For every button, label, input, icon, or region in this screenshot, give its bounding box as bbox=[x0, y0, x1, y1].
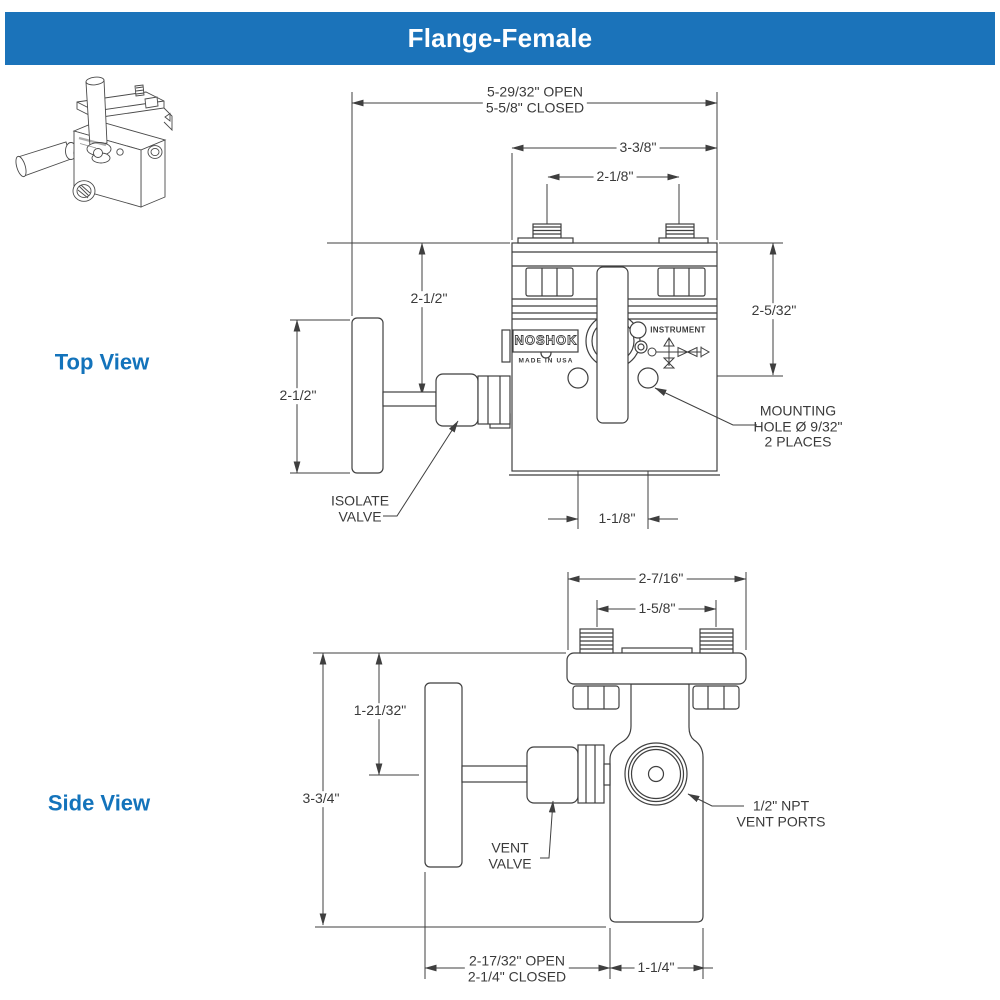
vent-handle-top bbox=[596, 266, 629, 424]
dim-body-to-stem: 2-1/2" bbox=[407, 290, 451, 307]
instrument-text: INSTRUMENT bbox=[650, 325, 706, 335]
dim-top-to-hole: 2-5/32" bbox=[748, 302, 800, 319]
dim-stud-spacing-side: 1-5/8" bbox=[635, 600, 679, 617]
flange-studs-top bbox=[517, 223, 709, 244]
dim-handle-depth: 2-17/32" OPEN 2-1/4" CLOSED bbox=[464, 953, 570, 985]
dim-hole-spacing: 1-1/8" bbox=[595, 510, 639, 527]
top-view-label: Top View bbox=[54, 349, 150, 375]
flange-nuts-side bbox=[572, 685, 740, 710]
dim-handle-length: 2-1/2" bbox=[276, 387, 320, 404]
dim-overall-width: 5-29/32" OPEN 5-5/8" CLOSED bbox=[482, 84, 588, 116]
side-view-drawing bbox=[313, 572, 747, 979]
isolate-valve-drawing bbox=[351, 317, 511, 474]
dim-body-width: 3-3/8" bbox=[616, 139, 660, 156]
dim-overall-height: 3-3/4" bbox=[299, 790, 343, 807]
instrument-symbol bbox=[647, 337, 711, 369]
callout-vent-ports: 1/2" NPT VENT PORTS bbox=[736, 797, 826, 829]
mounting-hole-left bbox=[567, 367, 589, 389]
vent-port bbox=[624, 742, 688, 806]
side-view-label: Side View bbox=[47, 790, 151, 816]
dim-top-to-stem: 1-21/32" bbox=[350, 702, 410, 719]
dim-body-depth: 1-1/4" bbox=[634, 959, 678, 976]
product-thumbnail-drawing bbox=[15, 76, 173, 208]
dim-stud-spacing-top: 2-1/8" bbox=[593, 168, 637, 185]
mounting-hole-right bbox=[637, 367, 659, 389]
brand-logo: NOSHOK bbox=[514, 332, 578, 348]
callout-mounting-hole: MOUNTING HOLE Ø 9/32" 2 PLACES bbox=[753, 402, 843, 450]
flange-studs-side bbox=[579, 628, 734, 654]
made-in-usa-text: MADE IN USA bbox=[518, 357, 574, 365]
page-title: Flange-Female bbox=[407, 23, 593, 53]
title-banner: Flange-Female bbox=[5, 12, 995, 65]
dim-flange-width: 2-7/16" bbox=[635, 570, 687, 587]
top-view-drawing bbox=[290, 92, 783, 529]
flange-nuts-top bbox=[525, 267, 706, 297]
callout-isolate-valve: ISOLATE VALVE bbox=[330, 492, 390, 524]
callout-vent-valve: VENT VALVE bbox=[488, 839, 532, 871]
vent-valve-drawing bbox=[424, 682, 611, 868]
